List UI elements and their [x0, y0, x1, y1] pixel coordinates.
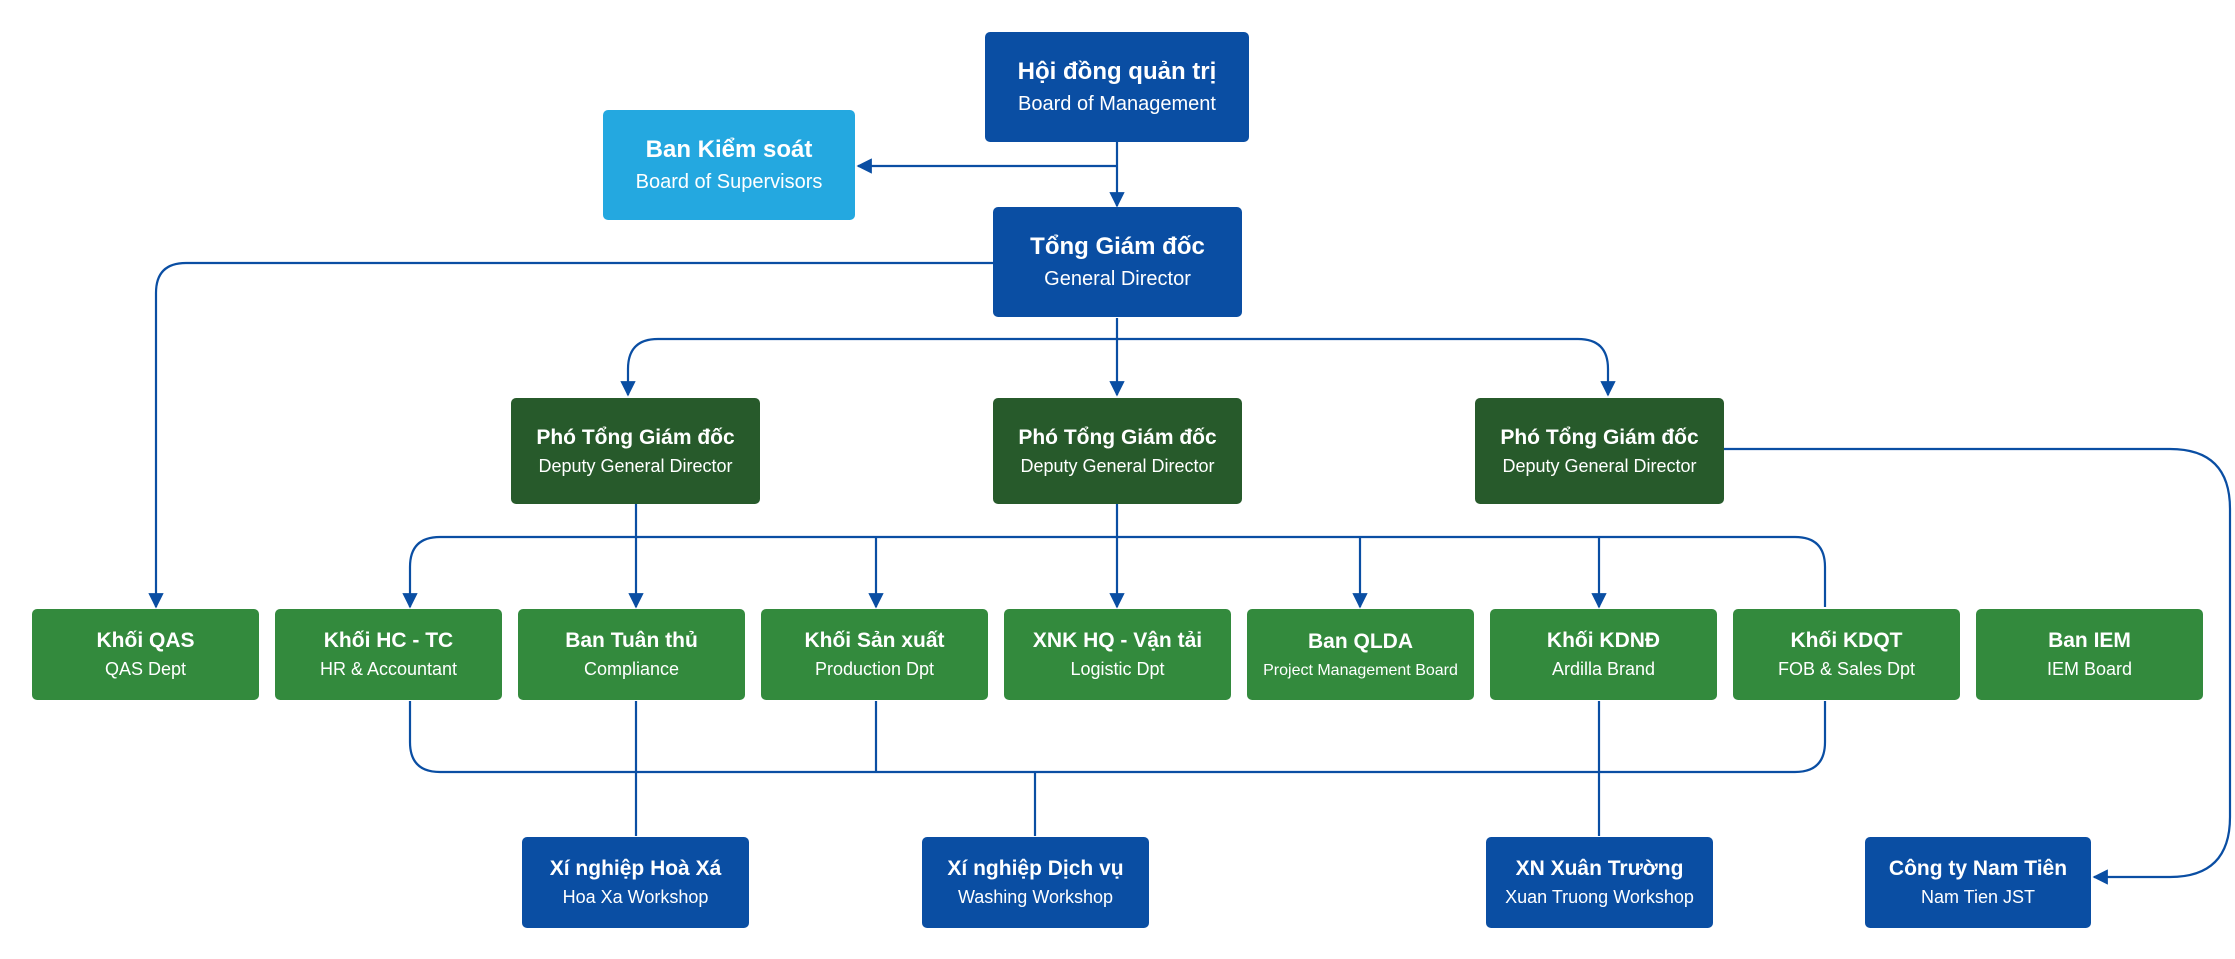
connector-director-qas [148, 261, 993, 609]
department-subtitle: Logistic Dpt [1070, 659, 1165, 680]
department-title: Khối HC - TC [323, 629, 454, 653]
deputy-director-box-3: Phó Tổng Giám đốc Deputy General Directo… [1475, 398, 1724, 504]
general-director-title: Tổng Giám đốc [1030, 232, 1205, 260]
connector-deputy-left [620, 337, 1117, 397]
department-logistic-box: XNK HQ - Vận tải Logistic Dpt [1004, 609, 1231, 700]
unit-title: XN Xuân Trường [1515, 857, 1684, 881]
department-title: Khối KDNĐ [1546, 629, 1661, 653]
board-of-management-box: Hội đồng quản trị Board of Management [985, 32, 1249, 142]
department-subtitle: Production Dpt [814, 659, 935, 680]
connector-department-bus [402, 535, 1827, 609]
deputy-director-title: Phó Tổng Giám đốc [536, 425, 735, 449]
board-of-management-subtitle: Board of Management [1018, 93, 1216, 116]
department-subtitle: QAS Dept [104, 659, 187, 680]
department-title: Khối KDQT [1790, 629, 1903, 653]
board-of-supervisors-box: Ban Kiểm soát Board of Supervisors [603, 110, 855, 220]
department-title: XNK HQ - Vận tải [1032, 629, 1203, 653]
department-title: Ban Tuân thủ [565, 629, 698, 653]
unit-nam-tien-box: Công ty Nam Tiên Nam Tien JST [1865, 837, 2091, 928]
deputy-director-title: Phó Tổng Giám đốc [1018, 425, 1217, 449]
board-of-management-title: Hội đồng quản trị [1017, 57, 1217, 85]
department-qas-box: Khối QAS QAS Dept [32, 609, 259, 700]
department-subtitle: Project Management Board [1263, 661, 1458, 679]
unit-title: Xí nghiệp Dịch vụ [947, 857, 1124, 881]
deputy-director-subtitle: Deputy General Director [1020, 455, 1215, 476]
general-director-box: Tổng Giám đốc General Director [993, 207, 1242, 317]
general-director-subtitle: General Director [1044, 268, 1191, 291]
department-title: Khối QAS [96, 629, 195, 653]
department-subtitle: Compliance [583, 659, 680, 680]
unit-subtitle: Nam Tien JST [1920, 887, 2036, 908]
deputy-director-box-1: Phó Tổng Giám đốc Deputy General Directo… [511, 398, 760, 504]
department-compliance-box: Ban Tuân thủ Compliance [518, 609, 745, 700]
unit-subtitle: Xuan Truong Workshop [1505, 887, 1694, 908]
department-hc-tc-box: Khối HC - TC HR & Accountant [275, 609, 502, 700]
connector-deputy-right [1117, 337, 1616, 397]
department-subtitle: IEM Board [2046, 659, 2133, 680]
unit-subtitle: Washing Workshop [957, 887, 1114, 908]
deputy-director-subtitle: Deputy General Director [1502, 455, 1697, 476]
department-kdqt-box: Khối KDQT FOB & Sales Dpt [1733, 609, 1960, 700]
connector-workshop-bus [408, 701, 1827, 774]
deputy-director-box-2: Phó Tổng Giám đốc Deputy General Directo… [993, 398, 1242, 504]
department-kdnd-box: Khối KDNĐ Ardilla Brand [1490, 609, 1717, 700]
unit-title: Xí nghiệp Hoà Xá [549, 857, 722, 881]
deputy-director-subtitle: Deputy General Director [538, 455, 733, 476]
deputy-director-title: Phó Tổng Giám đốc [1500, 425, 1699, 449]
department-subtitle: Ardilla Brand [1551, 659, 1656, 680]
department-title: Ban IEM [2048, 629, 2131, 653]
department-iem-box: Ban IEM IEM Board [1976, 609, 2203, 700]
unit-title: Công ty Nam Tiên [1888, 857, 2068, 881]
unit-hoa-xa-box: Xí nghiệp Hoà Xá Hoa Xa Workshop [522, 837, 749, 928]
unit-subtitle: Hoa Xa Workshop [562, 887, 709, 908]
board-of-supervisors-subtitle: Board of Supervisors [635, 171, 823, 194]
unit-washing-box: Xí nghiệp Dịch vụ Washing Workshop [922, 837, 1149, 928]
department-title: Khối Sản xuất [804, 629, 945, 653]
connector-deputy3-namtien [1724, 447, 2232, 885]
department-subtitle: FOB & Sales Dpt [1777, 659, 1916, 680]
board-of-supervisors-title: Ban Kiểm soát [645, 135, 813, 163]
department-production-box: Khối Sản xuất Production Dpt [761, 609, 988, 700]
department-qlda-box: Ban QLDA Project Management Board [1247, 609, 1474, 700]
department-subtitle: HR & Accountant [319, 659, 458, 680]
unit-xuan-truong-box: XN Xuân Trường Xuan Truong Workshop [1486, 837, 1713, 928]
department-title: Ban QLDA [1308, 630, 1413, 654]
